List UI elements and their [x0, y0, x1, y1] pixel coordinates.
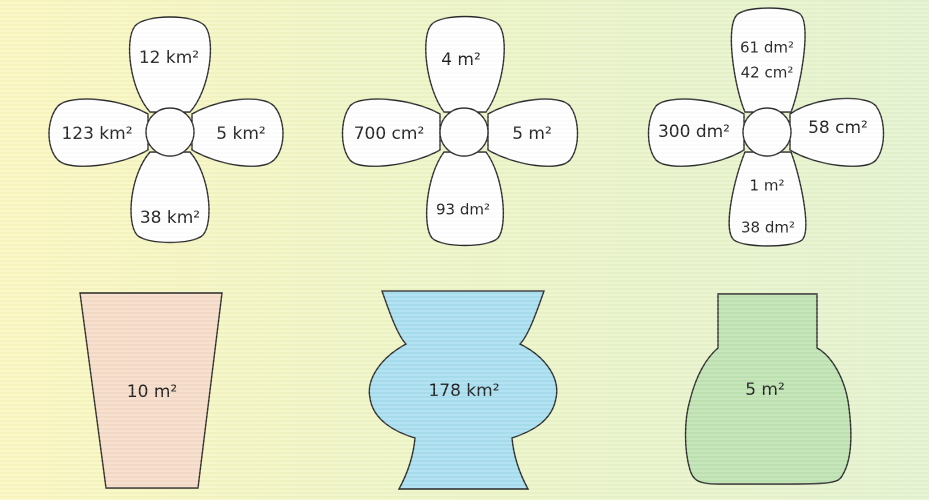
- vase-3-label: 5 m²: [745, 380, 785, 400]
- flower-3-center: [742, 107, 792, 157]
- flower-2-petal-bottom: [426, 151, 504, 247]
- vase-2-label: 178 km²: [428, 381, 499, 401]
- flower-1-top-label: 12 km²: [139, 48, 199, 68]
- flower-2-petal-left: [341, 98, 441, 168]
- flower-3-left-label: 300 dm²: [658, 122, 730, 142]
- vase-2: 178 km²: [368, 290, 558, 490]
- flower-2-petal-top: [425, 15, 505, 113]
- vase-1-label: 10 m²: [127, 382, 177, 402]
- flower-2-right-label: 5 m²: [512, 124, 552, 144]
- flower-3-top-label-1: 61 dm²: [740, 39, 794, 57]
- flower-2-top-label: 4 m²: [441, 50, 481, 70]
- flower-1-bottom-label: 38 km²: [140, 208, 200, 228]
- flower-1-right-label: 5 km²: [216, 124, 265, 144]
- flower-1-petal-top: [128, 16, 212, 113]
- flower-3-top-label-2: 42 cm²: [741, 64, 794, 82]
- flower-3-petal-top: [730, 7, 806, 113]
- flower-3-right-label: 58 cm²: [808, 118, 868, 138]
- flower-2-left-label: 700 cm²: [354, 124, 425, 144]
- flower-3-bottom-label-1: 1 m²: [750, 177, 785, 195]
- flower-3-bottom-label-2: 38 dm²: [741, 219, 795, 237]
- flower-1: 12 km² 123 km² 5 km² 38 km²: [48, 16, 284, 244]
- vase-1: 10 m²: [79, 292, 223, 489]
- flower-3: 61 dm² 42 cm² 300 dm² 58 cm² 1 m² 38 dm²: [647, 7, 885, 247]
- vase-3: 5 m²: [684, 293, 852, 485]
- flower-1-petal-bottom: [130, 151, 210, 244]
- flower-3-petal-right: [789, 97, 885, 167]
- vase-1-shape: [79, 292, 223, 489]
- flower-1-center: [145, 107, 195, 157]
- vase-2-shape: [368, 290, 558, 490]
- flower-1-petal-right: [191, 98, 284, 167]
- flower-2-bottom-label: 93 dm²: [436, 201, 490, 219]
- flower-2: 4 m² 700 cm² 5 m² 93 dm²: [341, 15, 579, 247]
- flower-2-center: [439, 107, 489, 157]
- flower-2-petal-right: [487, 98, 579, 167]
- flower-1-left-label: 123 km²: [61, 124, 132, 144]
- vase-3-shape: [684, 293, 852, 485]
- flower-3-petal-bottom: [728, 151, 807, 247]
- flower-3-petal-left: [647, 98, 745, 167]
- flower-1-petal-left: [48, 98, 149, 167]
